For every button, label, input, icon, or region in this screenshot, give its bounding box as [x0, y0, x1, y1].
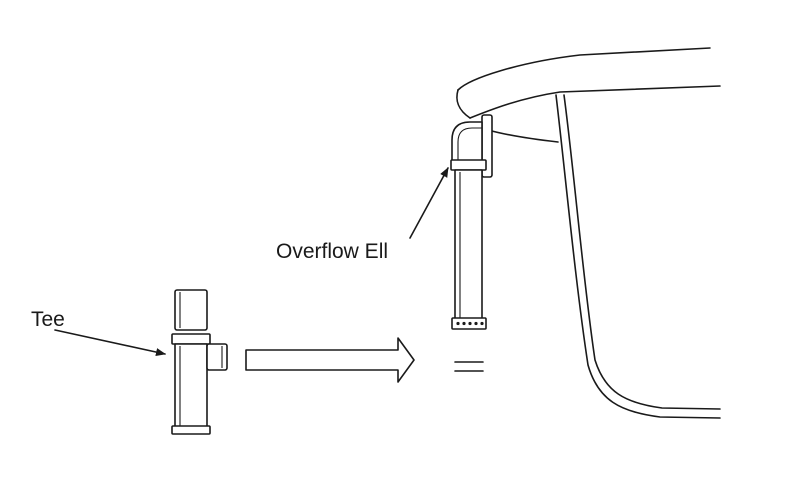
direction-arrow — [245, 337, 415, 383]
bathtub-rim-underside — [469, 85, 721, 119]
bathtub-wall-inner — [563, 94, 721, 410]
tee-top-collar — [171, 333, 211, 345]
tee-bottom-collar — [171, 425, 211, 435]
label-tee: Tee — [31, 308, 65, 331]
tee-fitting — [171, 289, 228, 435]
tee-top-pipe — [174, 289, 208, 331]
tee-side-outlet — [206, 343, 228, 371]
overflow-ell-collar — [450, 159, 487, 171]
bathtub-wall-outer — [555, 94, 721, 419]
overflow-leader-arrow — [409, 167, 449, 239]
bathtub-rim-front — [456, 89, 471, 119]
overflow-ell-assembly — [450, 114, 493, 372]
tee-leader-arrow — [54, 329, 166, 356]
overflow-drain-pipe — [454, 169, 483, 321]
bathtub-underside-edge — [487, 129, 559, 143]
bathtub — [456, 47, 721, 419]
nut-dots — [456, 321, 484, 326]
label-overflow-ell: Overflow Ell — [276, 240, 388, 263]
bathtub-rim-top — [457, 47, 711, 91]
